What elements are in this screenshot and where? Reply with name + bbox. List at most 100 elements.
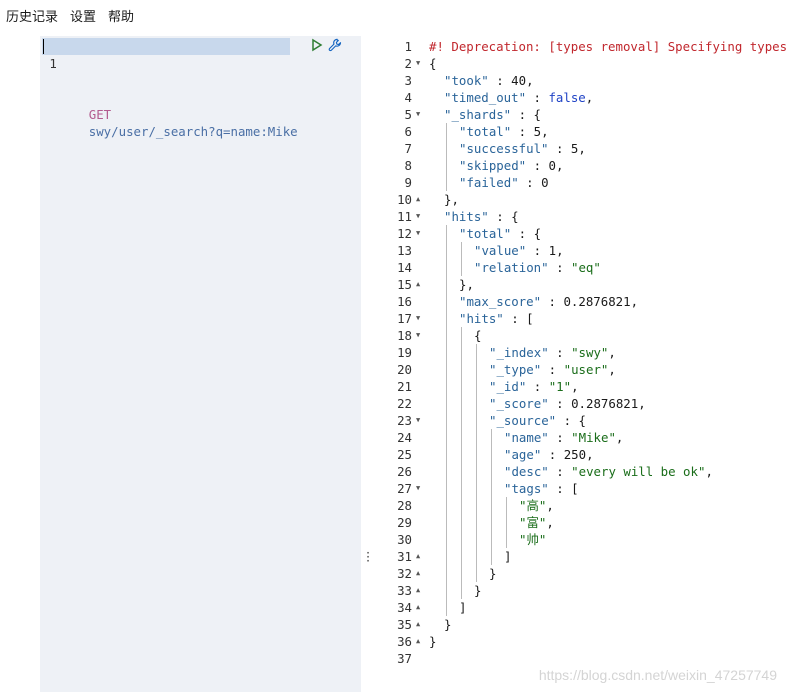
fold-caret-up-icon[interactable]: ▲ [416,620,421,628]
response-line: 12▼"total" : { [376,225,786,242]
indent-guide [476,378,477,395]
indent-guide [491,514,492,531]
response-line: 19"_index" : "swy", [376,344,786,361]
indent-guide [476,548,477,565]
fold-caret-down-icon[interactable]: ▼ [416,110,421,118]
indent-guide [446,310,447,327]
play-icon[interactable] [310,38,324,52]
token-num: 5 [533,124,542,139]
token-key: "took" [444,73,489,88]
indent-guide [491,463,492,480]
response-line: 15 ▲}, [376,276,786,293]
fold-caret-down-icon[interactable]: ▼ [416,331,421,339]
menu-item-history[interactable]: 历史记录 [6,10,59,25]
request-code-area[interactable] [40,36,361,692]
token-num: 0.2876821 [563,294,631,309]
token-punc: : [526,379,549,394]
indent-guide [446,259,447,276]
request-line[interactable]: 1 GET swy/user/_search?q=name:Mike [0,38,361,139]
token-punc: , [556,158,564,173]
code-text: "failed" : 0 [459,174,549,191]
fold-caret-up-icon[interactable]: ▲ [416,195,421,203]
menu-item-help[interactable]: 帮助 [108,10,135,25]
code-text: "hits" : { [444,208,519,225]
indent-guide [446,565,447,582]
fold-caret-up-icon[interactable]: ▲ [416,569,421,577]
token-key: "hits" [444,209,489,224]
indent-guide [461,514,462,531]
code-text: "took" : 40, [444,72,534,89]
line-number: 6 [404,124,412,139]
token-punc: : { [511,107,541,122]
indent-guide [446,140,447,157]
token-punc: }, [459,277,474,292]
code-text: ] [459,599,466,616]
response-viewer[interactable]: 1#! Deprecation: [types removal] Specify… [376,36,786,692]
fold-caret-up-icon[interactable]: ▲ [416,603,421,611]
response-line: 34▲] [376,599,786,616]
fold-caret-down-icon[interactable]: ▼ [416,212,421,220]
token-punc: }, [444,192,459,207]
line-number: 35 [397,617,412,632]
line-number: 17 [397,311,412,326]
fold-caret-up-icon[interactable]: ▲ [416,280,421,288]
code-text: "timed_out" : false, [444,89,593,106]
line-number: 12 [397,226,412,241]
token-punc: ] [459,600,467,615]
indent-guide [476,565,477,582]
token-punc: , [615,430,624,445]
panel-resizer[interactable]: ··· [361,36,376,692]
request-url[interactable]: swy/user/_search?q=name:Mike [88,124,298,139]
code-text: }, [459,276,474,293]
fold-caret-down-icon[interactable]: ▼ [416,59,421,67]
indent-guide [491,548,492,565]
line-number: 24 [397,430,412,445]
token-punc: : [ [503,311,534,326]
line-number: 13 [397,243,412,258]
code-text: "_id" : "1", [489,378,579,395]
wrench-icon[interactable] [328,38,342,52]
watermark: https://blog.csdn.net/weixin_47257749 [538,667,777,683]
line-number: 5 [404,107,412,122]
token-punc: : { [511,226,542,241]
response-line: 23▼"_source" : { [376,412,786,429]
token-key: "_id" [489,379,527,394]
code-text: } [429,633,436,650]
token-str: "1" [548,379,572,394]
response-line: 24"name" : "Mike", [376,429,786,446]
token-punc: , [705,464,713,479]
request-method[interactable]: GET [88,107,112,122]
code-text: } [444,616,451,633]
line-number: 15 [397,277,412,292]
request-editor[interactable]: 1 GET swy/user/_search?q=name:Mike [0,36,361,692]
request-actions [310,38,342,52]
line-number: 8 [404,158,412,173]
indent-guide [476,531,477,548]
token-punc: , [546,515,554,530]
line-number: 14 [397,260,412,275]
token-str: "Mike" [571,430,616,445]
line-number: 25 [397,447,412,462]
fold-caret-down-icon[interactable]: ▼ [416,229,421,237]
response-line: 3"took" : 40, [376,72,786,89]
fold-caret-up-icon[interactable]: ▲ [416,552,421,560]
code-text: "_score" : 0.2876821, [489,395,646,412]
token-key: "_score" [489,396,549,411]
fold-caret-up-icon[interactable]: ▲ [416,637,421,645]
indent-guide [446,293,447,310]
line-number: 7 [404,141,412,156]
line-number: 23 [397,413,412,428]
fold-caret-down-icon[interactable]: ▼ [416,314,421,322]
fold-caret-down-icon[interactable]: ▼ [416,484,421,492]
response-line: 14"relation" : "eq" [376,259,786,276]
fold-caret-up-icon[interactable]: ▲ [416,586,421,594]
indent-guide [446,480,447,497]
response-line: 2▼{ [376,55,786,72]
token-key: "_type" [489,362,542,377]
fold-caret-down-icon[interactable]: ▼ [416,416,421,424]
token-key: "age" [504,447,542,462]
token-str: "every will be ok" [571,464,706,479]
request-gutter [0,36,40,692]
menu-item-settings[interactable]: 设置 [70,10,97,25]
token-str: "eq" [571,260,601,275]
